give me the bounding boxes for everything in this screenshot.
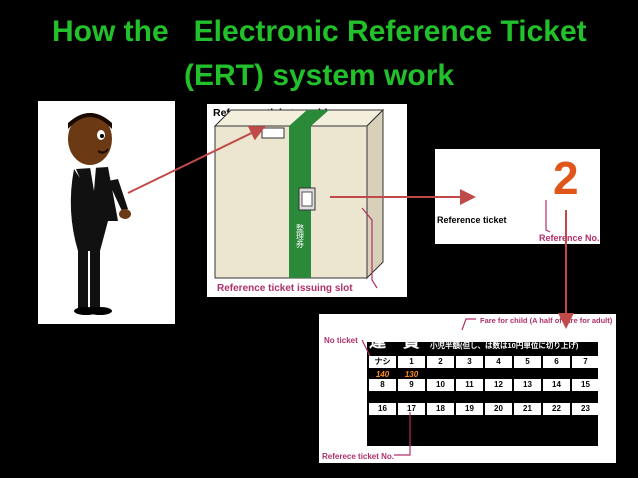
- person-figure: [68, 113, 131, 315]
- issuing-slot-label: Reference ticket issuing slot: [217, 283, 353, 294]
- reference-ticket-no-label: Referece ticket No.: [322, 452, 395, 461]
- fare-cell: 20: [485, 403, 512, 415]
- fare-cell: 3: [456, 356, 483, 368]
- person-illustration-panel: [38, 101, 175, 324]
- fare-cell: 7: [572, 356, 599, 368]
- fare-cell: 23: [572, 403, 599, 415]
- ticket-machine-illustration: 整理券: [213, 108, 385, 280]
- fare-cell: 15: [572, 379, 599, 391]
- fare-cell: 16: [369, 403, 396, 415]
- fare-cell: 9: [398, 379, 425, 391]
- fare-cell: ナシ: [369, 356, 396, 368]
- child-fare-note: Fare for child (A half of fare for adult…: [480, 316, 613, 325]
- fare-cell: 130: [404, 370, 419, 379]
- fare-cell: 21: [514, 403, 541, 415]
- fare-cell: 12: [485, 379, 512, 391]
- ticket-label: Reference ticket: [437, 215, 507, 225]
- slide-title-line2: (ERT) system work: [184, 59, 455, 92]
- ticket-number: 2: [553, 152, 579, 204]
- fare-cell: 5: [514, 356, 541, 368]
- fare-cell: 18: [427, 403, 454, 415]
- fare-cell: 10: [427, 379, 454, 391]
- fare-cell: 6: [543, 356, 570, 368]
- fare-cell: 2: [427, 356, 454, 368]
- fare-cell: 14: [543, 379, 570, 391]
- ticket-number-label: Reference No.: [539, 233, 600, 243]
- fare-cell: 13: [514, 379, 541, 391]
- reference-ticket-panel: 2 Reference ticket Reference No.: [435, 149, 600, 244]
- fare-cell: 1: [398, 356, 425, 368]
- fare-heading-note: 小児半額(但し、は数は10円単位に切り上げ): [430, 341, 579, 350]
- fare-heading: 運 賃: [369, 332, 426, 351]
- svg-text:整理券: 整理券: [296, 223, 305, 249]
- fare-cell: 19: [456, 403, 483, 415]
- fare-cell: 17: [398, 403, 425, 415]
- slide-title-line1: How the Electronic Reference Ticket: [52, 15, 587, 48]
- ticket-machine-panel: Reference ticket machine 整理券 Reference t…: [207, 104, 407, 297]
- fare-cell: 8: [369, 379, 396, 391]
- fare-cell: 140: [375, 370, 390, 379]
- fare-cell: 11: [456, 379, 483, 391]
- fare-cell: 4: [485, 356, 512, 368]
- no-ticket-label: No ticket: [324, 336, 358, 345]
- fare-cell: 22: [543, 403, 570, 415]
